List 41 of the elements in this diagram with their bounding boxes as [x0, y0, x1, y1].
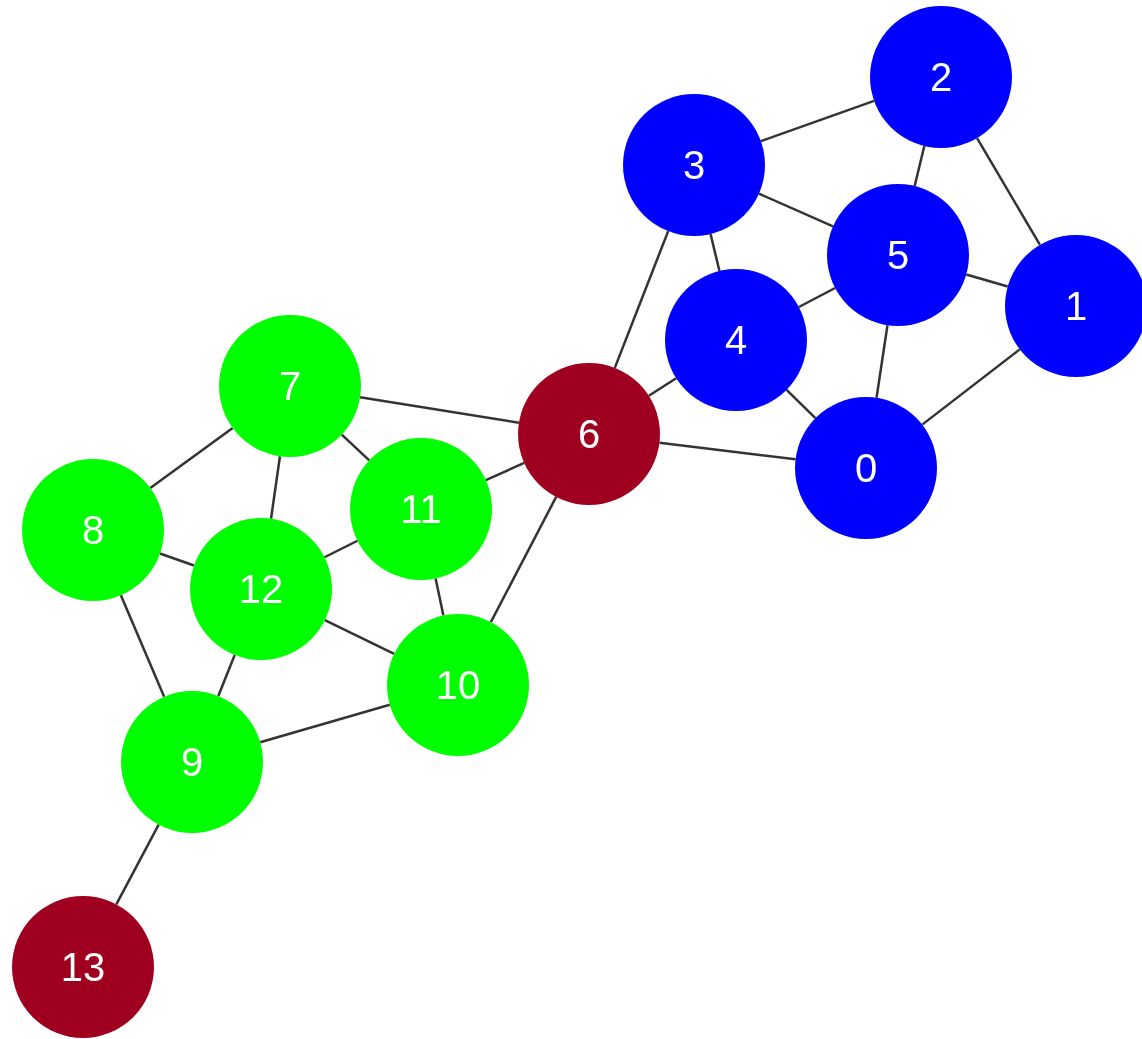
connector-line [875, 325, 889, 398]
connector-line [489, 496, 558, 623]
connector-line [434, 578, 445, 616]
connector-line [359, 396, 520, 424]
connector-line [760, 99, 875, 143]
connector-line [648, 377, 677, 397]
connector-line [485, 461, 525, 482]
connector-line [323, 539, 359, 559]
connector-line [659, 441, 796, 461]
connector-line [613, 230, 670, 369]
connector-line [798, 286, 836, 309]
connector-line [758, 192, 834, 228]
node-number: 8 [81, 510, 105, 550]
connector-line [119, 594, 166, 698]
node-number: 12 [238, 569, 284, 609]
connector-line [217, 654, 236, 697]
connector-line [324, 618, 395, 656]
connector-line [159, 552, 195, 567]
connector-line [269, 456, 282, 519]
node-number: 2 [929, 57, 953, 97]
connector-line [149, 426, 234, 490]
node-number: 5 [886, 235, 910, 275]
connector-line [976, 137, 1041, 246]
node-number: 4 [724, 320, 748, 360]
node-number: 13 [60, 947, 106, 987]
connector-line [913, 145, 926, 187]
node-number: 3 [682, 145, 706, 185]
node-number: 11 [400, 489, 442, 529]
connector-line [709, 233, 721, 272]
node-number: 6 [577, 414, 601, 454]
connector-line [921, 348, 1021, 426]
node-number: 9 [180, 742, 204, 782]
connector-line [965, 273, 1009, 288]
connector-line [115, 824, 160, 905]
connector-line [340, 433, 371, 462]
connector-line [259, 703, 391, 744]
node-number: 0 [854, 448, 878, 488]
node-number: 7 [278, 366, 302, 406]
node-number: 1 [1064, 286, 1088, 326]
node-number: 10 [435, 665, 481, 705]
connector-line [785, 388, 817, 420]
